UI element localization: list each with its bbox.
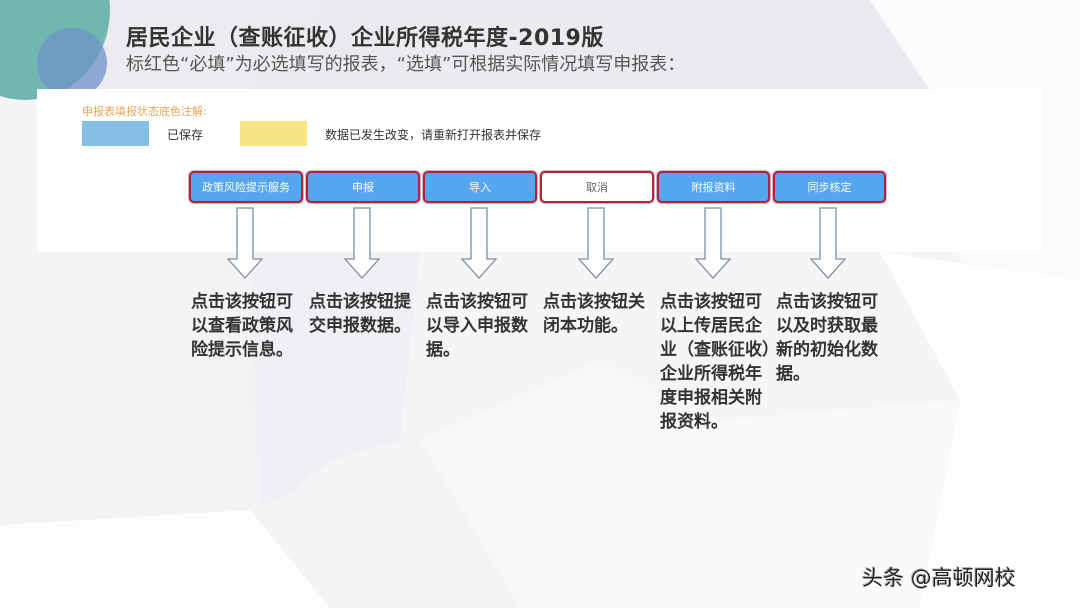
- policy-risk-button[interactable]: 政策风险提示服务: [189, 171, 303, 203]
- down-arrow-icon: [810, 207, 846, 279]
- import-button[interactable]: 导入: [423, 171, 537, 203]
- legend-text-saved: 已保存: [167, 128, 204, 142]
- legend-swatch-changed: [240, 121, 307, 146]
- legend-swatch-saved: [82, 121, 149, 146]
- down-arrow-icon: [227, 207, 263, 279]
- legend-text-changed: 数据已发生改变，请重新打开报表并保存: [325, 128, 542, 142]
- cancel-button[interactable]: 取消: [540, 171, 654, 203]
- down-arrow-icon: [578, 207, 614, 279]
- watermark: 头条 @高顿网校: [862, 566, 1016, 590]
- blue-circle-decoration: [37, 28, 107, 98]
- policy-risk-description: 点击该按钮可以查看政策风险提示信息。: [191, 292, 293, 360]
- down-arrow-icon: [695, 207, 731, 279]
- declare-button[interactable]: 申报: [306, 171, 420, 203]
- declare-description: 点击该按钮提交申报数据。: [309, 292, 411, 336]
- attachments-description: 点击该按钮可以上传居民企业（查账征收）企业所得税年度申报相关附报资料。: [660, 292, 771, 432]
- page-title: 居民企业（查账征收）企业所得税年度-2019版: [126, 26, 604, 51]
- attachments-button[interactable]: 附报资料: [657, 171, 770, 203]
- import-description: 点击该按钮可以导入申报数据。: [426, 292, 528, 360]
- cancel-description: 点击该按钮关闭本功能。: [543, 292, 645, 336]
- page-subtitle: 标红色“必填”为必选填写的报表，“选填”可根据实际情况填写申报表：: [126, 54, 686, 75]
- down-arrow-icon: [344, 207, 380, 279]
- sync-verify-button[interactable]: 同步核定: [773, 171, 886, 203]
- down-arrow-icon: [461, 207, 497, 279]
- sync-verify-description: 点击该按钮可以及时获取最新的初始化数据。: [776, 292, 878, 384]
- legend-label: 申报表填报状态底色注解:: [82, 105, 207, 118]
- form-toolbar-panel: 申报表填报状态底色注解: 已保存 数据已发生改变，请重新打开报表并保存 政策风险…: [37, 89, 1042, 252]
